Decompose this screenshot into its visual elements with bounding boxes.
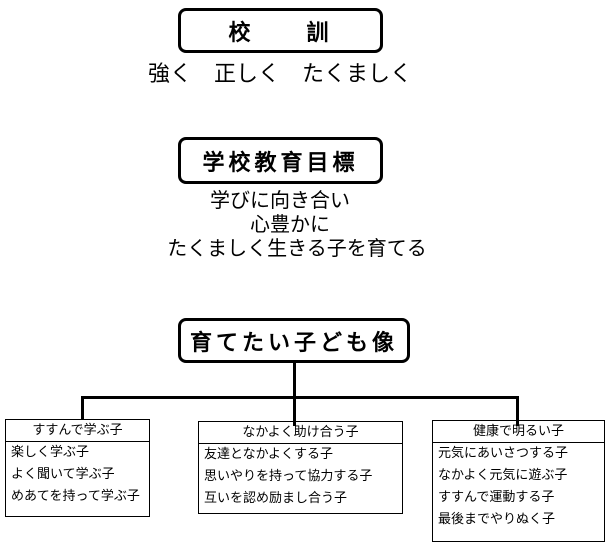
connector-right xyxy=(516,396,519,426)
motto-title: 校 訓 xyxy=(228,20,333,46)
list-item: 最後までやりぬく子 xyxy=(438,512,556,527)
group-title: なかよく助け合う子 xyxy=(199,422,402,444)
group-title: 健康で明るい子 xyxy=(433,421,604,443)
list-item: 思いやりを持って協力する子 xyxy=(204,469,373,484)
list-item: 楽しく学ぶ子 xyxy=(11,445,90,460)
motto-text: 強く 正しく たくましく xyxy=(147,62,412,87)
goal-line-2: 心豊かに xyxy=(250,212,330,236)
goal-line-1: 学びに向き合い xyxy=(210,188,350,212)
group-box-3: 健康で明るい子 元気にあいさつする子 なかよく元気に遊ぶ子 すすんで運動する子 … xyxy=(432,420,605,542)
motto-title-box: 校 訓 xyxy=(178,8,383,53)
goal-title: 学校教育目標 xyxy=(202,150,359,176)
list-item: 友達となかよくする子 xyxy=(204,447,333,462)
ideal-title: 育てたい子ども像 xyxy=(189,330,398,356)
group-title: すすんで学ぶ子 xyxy=(6,420,149,442)
ideal-title-box: 育てたい子ども像 xyxy=(178,318,410,363)
list-item: なかよく元気に遊ぶ子 xyxy=(438,468,568,483)
list-item: よく聞いて学ぶ子 xyxy=(11,467,115,482)
list-item: すすんで運動する子 xyxy=(438,490,555,505)
goal-line-3: たくましく生きる子を育てる xyxy=(167,236,427,260)
list-item: めあてを持って学ぶ子 xyxy=(11,489,140,504)
group-box-1: すすんで学ぶ子 楽しく学ぶ子 よく聞いて学ぶ子 めあてを持って学ぶ子 xyxy=(5,419,150,517)
connector-left xyxy=(81,396,84,420)
connector-horizontal xyxy=(81,396,519,399)
list-item: 元気にあいさつする子 xyxy=(438,446,569,461)
group-box-2: なかよく助け合う子 友達となかよくする子 思いやりを持って協力する子 互いを認め… xyxy=(198,421,403,514)
goal-title-box: 学校教育目標 xyxy=(178,137,383,184)
list-item: 互いを認め励まし合う子 xyxy=(204,491,348,506)
connector-trunk xyxy=(293,363,296,426)
